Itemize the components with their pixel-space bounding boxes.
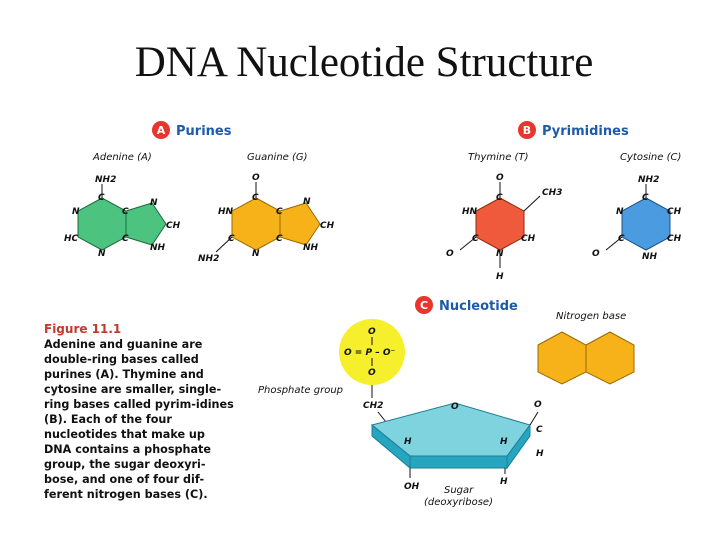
badge-a-letter: A (157, 124, 166, 137)
nitrogen-base-label: Nitrogen base (556, 311, 626, 322)
svg-text:C: C (276, 207, 283, 217)
svg-text:C: C (98, 193, 105, 203)
svg-text:O: O (252, 173, 260, 183)
svg-text:CH2: CH2 (363, 401, 383, 411)
sugar-molecule: O H H OH H O C H (370, 400, 544, 492)
svg-text:N: N (303, 197, 311, 207)
svg-text:O: O (496, 173, 504, 183)
thymine-label: Thymine (T) (468, 152, 528, 163)
badge-c (415, 296, 433, 314)
svg-text:NH2: NH2 (638, 175, 659, 185)
svg-text:NH: NH (303, 243, 319, 253)
badge-a (152, 121, 170, 139)
svg-text:O: O (368, 327, 376, 337)
svg-text:HC: HC (64, 234, 79, 244)
svg-text:O: O (592, 249, 600, 259)
cytosine-molecule: NH2 C N CH C CH O NH (592, 175, 682, 262)
svg-text:NH: NH (642, 252, 658, 262)
svg-text:O: O (446, 249, 454, 259)
badge-b-letter: B (523, 124, 531, 137)
svg-text:H: H (496, 272, 504, 282)
adenine-molecule: NH2 C N N C CH HC C NH N (64, 175, 181, 259)
svg-text:N: N (98, 249, 106, 259)
badge-b (518, 121, 536, 139)
adenine-label: Adenine (A) (92, 152, 152, 163)
purines-header: A Purines (152, 121, 232, 139)
figure-number: Figure 11.1 (44, 322, 122, 336)
sugar-sublabel: (deoxyribose) (424, 497, 493, 508)
figure-caption: Figure 11.1 Adenine and guanine are doub… (44, 322, 234, 502)
pyrimidines-header: B Pyrimidines (518, 121, 629, 139)
svg-text:N: N (150, 198, 158, 208)
svg-text:N: N (616, 207, 624, 217)
svg-text:CH: CH (667, 234, 682, 244)
svg-text:C: C (642, 193, 649, 203)
pyrimidines-label: Pyrimidines (542, 124, 629, 139)
svg-text:H: H (500, 437, 508, 447)
svg-text:O: O (368, 368, 376, 378)
nucleotide-label: Nucleotide (439, 299, 518, 314)
svg-text:NH2: NH2 (95, 175, 116, 185)
guanine-label: Guanine (G) (247, 152, 308, 163)
svg-text:NH: NH (150, 243, 166, 253)
svg-text:N: N (496, 249, 504, 259)
svg-text:CH: CH (320, 221, 335, 231)
svg-text:HN: HN (218, 207, 234, 217)
thymine-molecule: O CH3 C HN C CH O N H (446, 173, 562, 282)
svg-text:C: C (472, 234, 479, 244)
svg-text:HN: HN (462, 207, 478, 217)
page-title: DNA Nucleotide Structure (134, 39, 594, 86)
nitrogen-base-shape (537, 331, 635, 385)
svg-text:C: C (252, 193, 259, 203)
svg-text:O = P – O⁻: O = P – O⁻ (344, 348, 395, 358)
svg-text:C: C (228, 234, 235, 244)
svg-text:O: O (451, 402, 459, 412)
svg-text:CH: CH (521, 234, 536, 244)
svg-text:C: C (276, 234, 283, 244)
cytosine-label: Cytosine (C) (620, 152, 681, 163)
guanine-molecule: O C N HN C CH C C NH N NH2 (198, 173, 335, 264)
phosphate-group: O O = P – O⁻ O CH2 (339, 319, 405, 423)
svg-text:NH2: NH2 (198, 254, 219, 264)
phosphate-group-label: Phosphate group (258, 385, 343, 396)
svg-text:CH3: CH3 (542, 188, 562, 198)
svg-text:N: N (72, 207, 80, 217)
svg-text:C: C (618, 234, 625, 244)
nucleotide-header: C Nucleotide (415, 296, 518, 314)
svg-text:O: O (534, 400, 542, 410)
caption-text: Adenine and guanine are double-ring base… (44, 338, 234, 501)
svg-text:H: H (404, 437, 412, 447)
svg-text:OH: OH (404, 482, 420, 492)
badge-c-letter: C (420, 299, 428, 312)
svg-text:C: C (496, 193, 503, 203)
svg-text:H: H (500, 477, 508, 487)
svg-text:N: N (252, 249, 260, 259)
svg-text:C: C (536, 425, 543, 435)
svg-text:H: H (536, 449, 544, 459)
sugar-label: Sugar (444, 485, 474, 496)
purines-label: Purines (176, 124, 232, 139)
svg-text:CH: CH (667, 207, 682, 217)
svg-text:CH: CH (166, 221, 181, 231)
svg-text:C: C (122, 234, 129, 244)
svg-text:C: C (122, 207, 129, 217)
